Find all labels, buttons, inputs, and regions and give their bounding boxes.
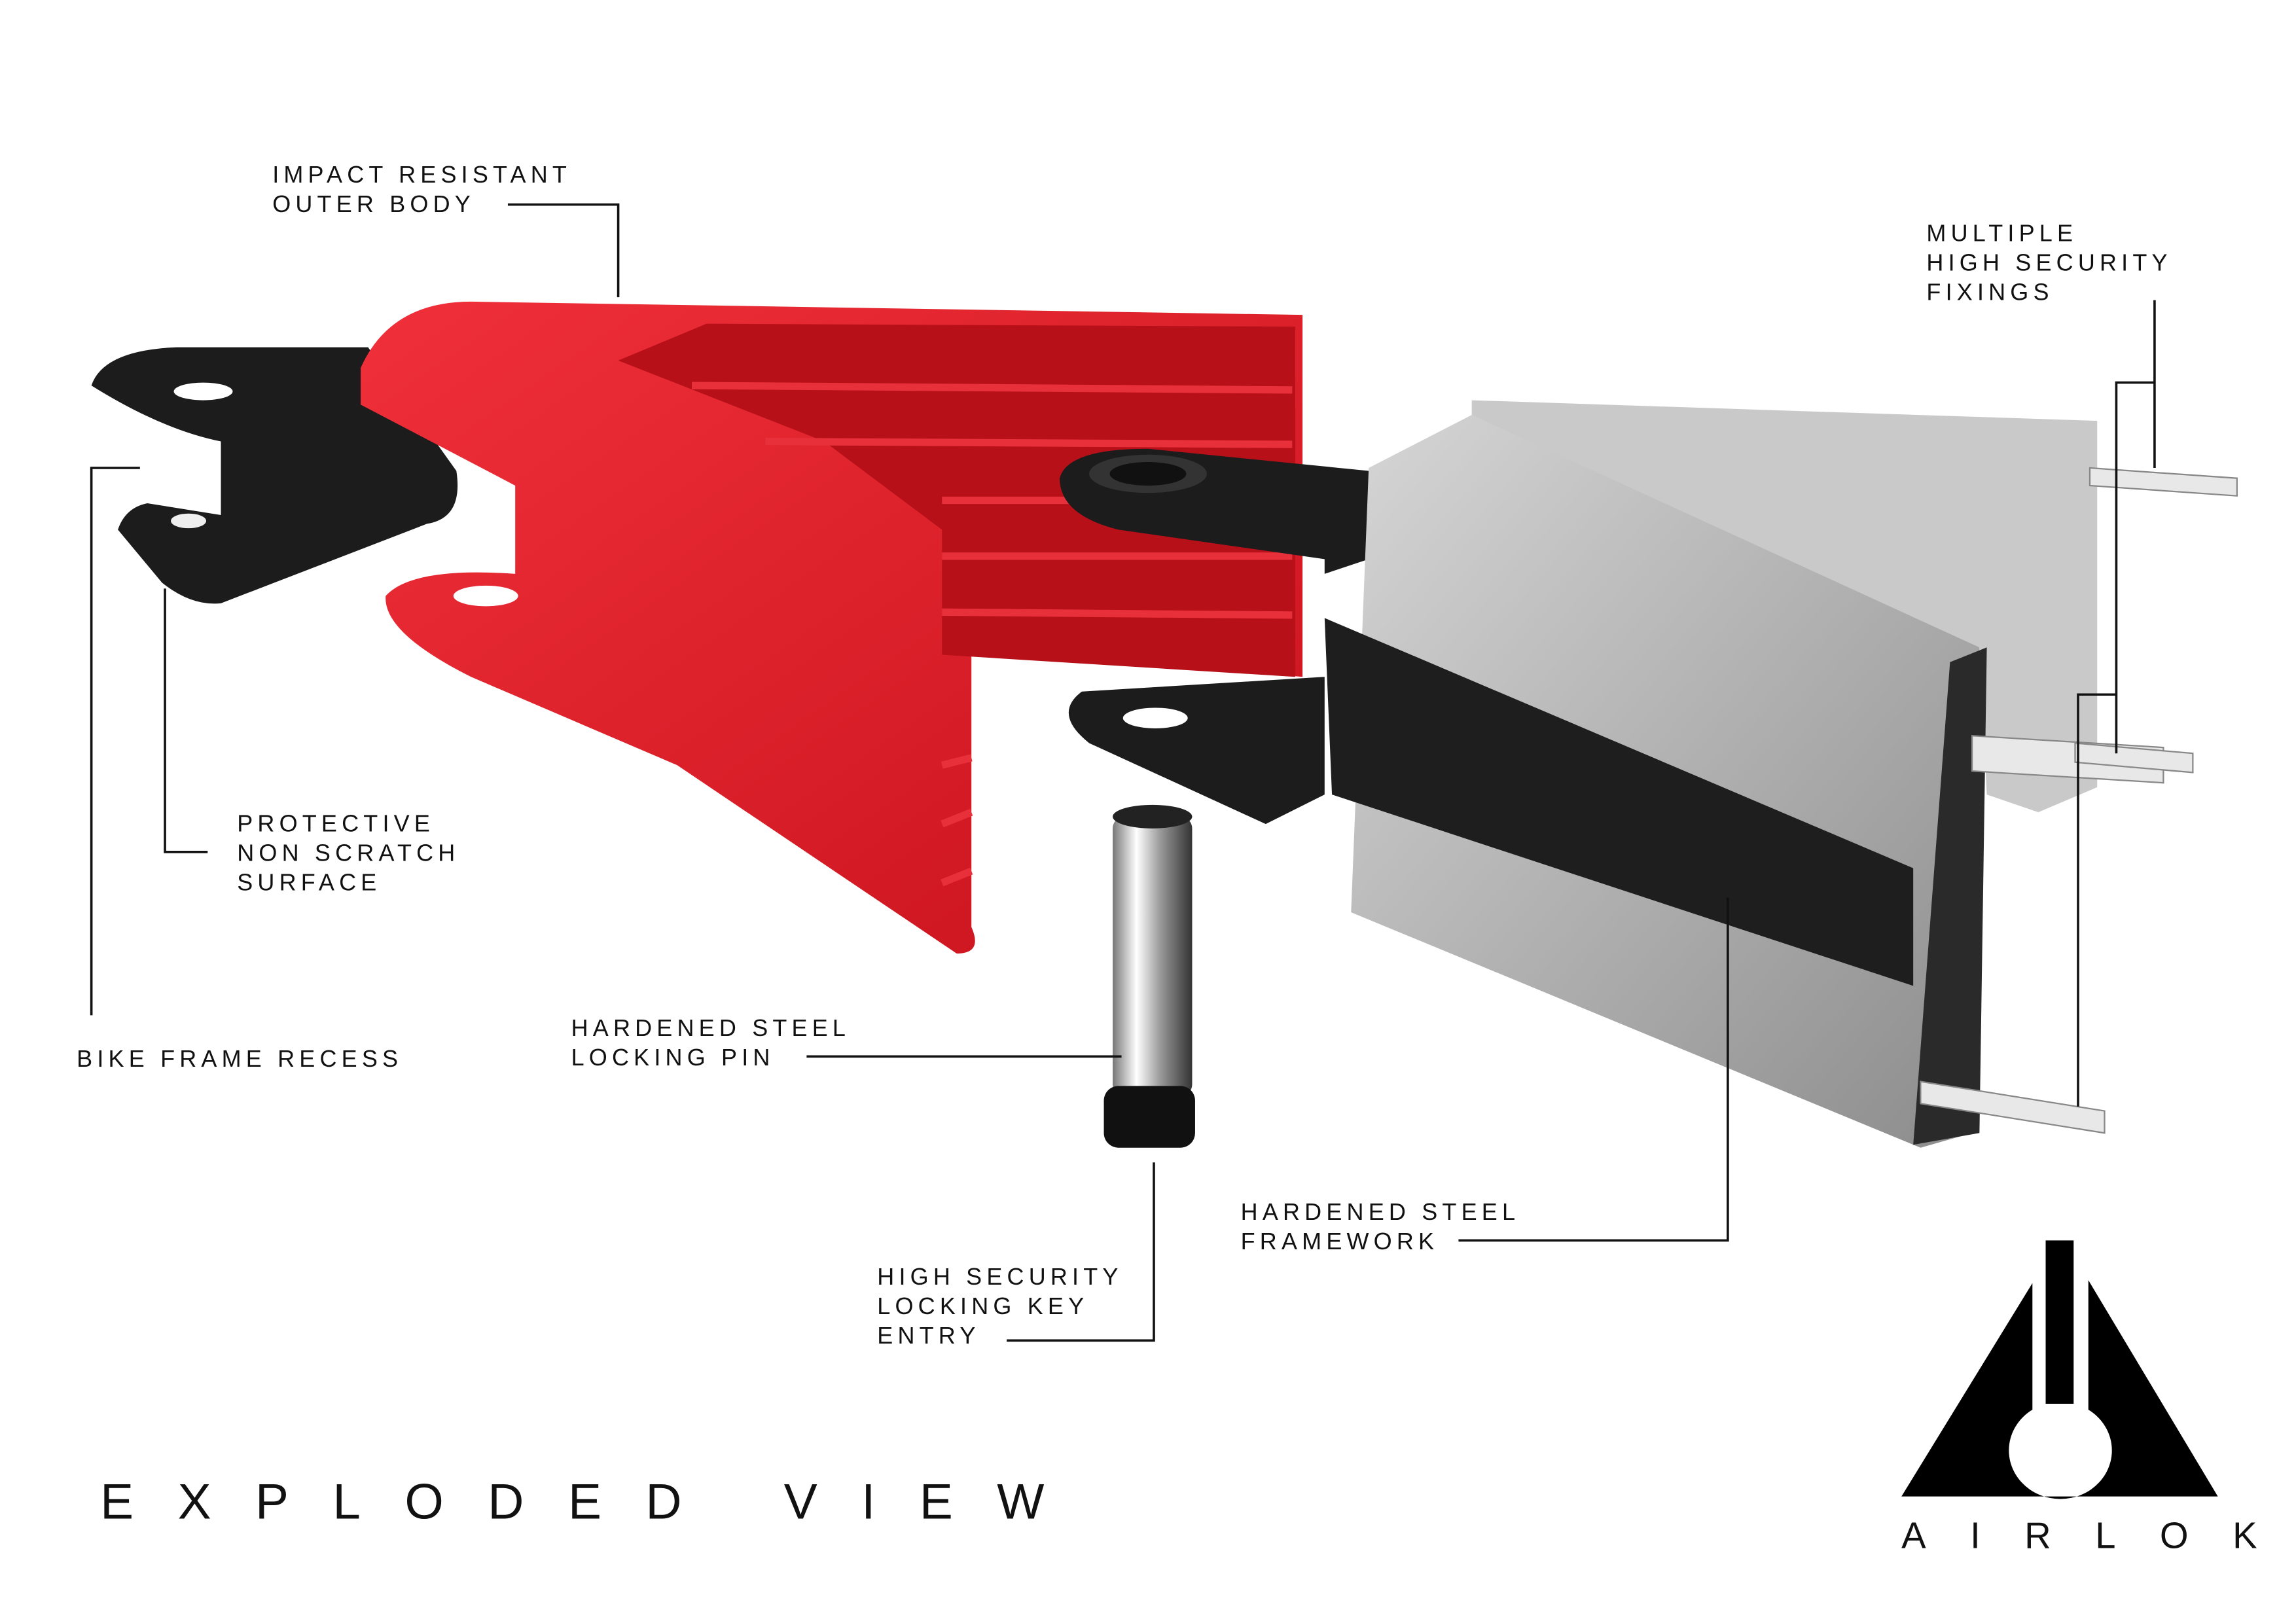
outer-body	[361, 301, 1303, 954]
steel-framework	[1324, 400, 2098, 1148]
brand-name: AIRLOK	[1901, 1514, 2296, 1556]
label-surface: PROTECTIVE NON SCRATCH SURFACE	[237, 810, 471, 895]
fixing-pins	[1920, 467, 2238, 1134]
label-key: HIGH SECURITY LOCKING KEY ENTRY	[877, 1263, 1134, 1349]
label-outer-body: IMPACT RESISTANT OUTER BODY	[272, 161, 583, 217]
black-bracket	[1060, 448, 1369, 825]
label-fixings: MULTIPLE HIGH SECURITY FIXINGS	[1926, 220, 2183, 306]
bike-frame-recess-cap	[91, 347, 458, 604]
leader-lines	[90, 203, 2156, 1342]
locking-pin	[1103, 804, 1195, 1148]
label-framework: HARDENED STEEL FRAMEWORK	[1241, 1198, 1532, 1255]
airlok-logo: AIRLOK	[1901, 1240, 2296, 1556]
label-recess: BIKE FRAME RECESS	[77, 1045, 403, 1072]
label-pin: HARDENED STEEL LOCKING PIN	[571, 1014, 862, 1071]
page-title: EXPLODED VIEW	[100, 1474, 1088, 1529]
